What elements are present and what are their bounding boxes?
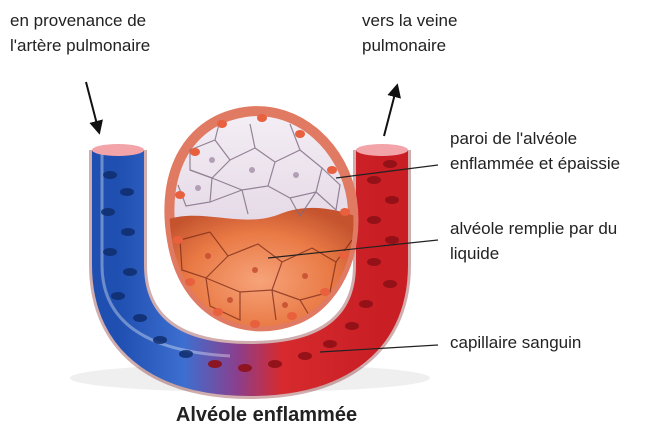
label-from-artery: en provenance de l'artère pulmonaire bbox=[10, 8, 150, 58]
label-from-artery-line2: l'artère pulmonaire bbox=[10, 33, 150, 58]
label-from-artery-line1: en provenance de bbox=[10, 8, 150, 33]
inflow-arrow bbox=[86, 82, 99, 132]
label-alveolar-wall-line1: paroi de l'alvéole bbox=[450, 126, 620, 151]
label-to-vein-line1: vers la veine bbox=[362, 8, 457, 33]
label-to-vein: vers la veine pulmonaire bbox=[362, 8, 457, 58]
label-fluid-filled-line2: liquide bbox=[450, 241, 617, 266]
label-alveolar-wall: paroi de l'alvéole enflammée et épaissie bbox=[450, 126, 620, 176]
capillary-end-left bbox=[92, 144, 144, 156]
label-capillary: capillaire sanguin bbox=[450, 330, 581, 355]
label-to-vein-line2: pulmonaire bbox=[362, 33, 457, 58]
alveolus bbox=[160, 111, 360, 340]
label-fluid-filled-line1: alvéole remplie par du bbox=[450, 216, 617, 241]
capillary-end-right bbox=[356, 144, 408, 156]
diagram-caption: Alvéole enflammée bbox=[0, 404, 663, 427]
label-fluid-filled: alvéole remplie par du liquide bbox=[450, 216, 617, 266]
label-alveolar-wall-line2: enflammée et épaissie bbox=[450, 151, 620, 176]
outflow-arrow bbox=[384, 86, 397, 136]
